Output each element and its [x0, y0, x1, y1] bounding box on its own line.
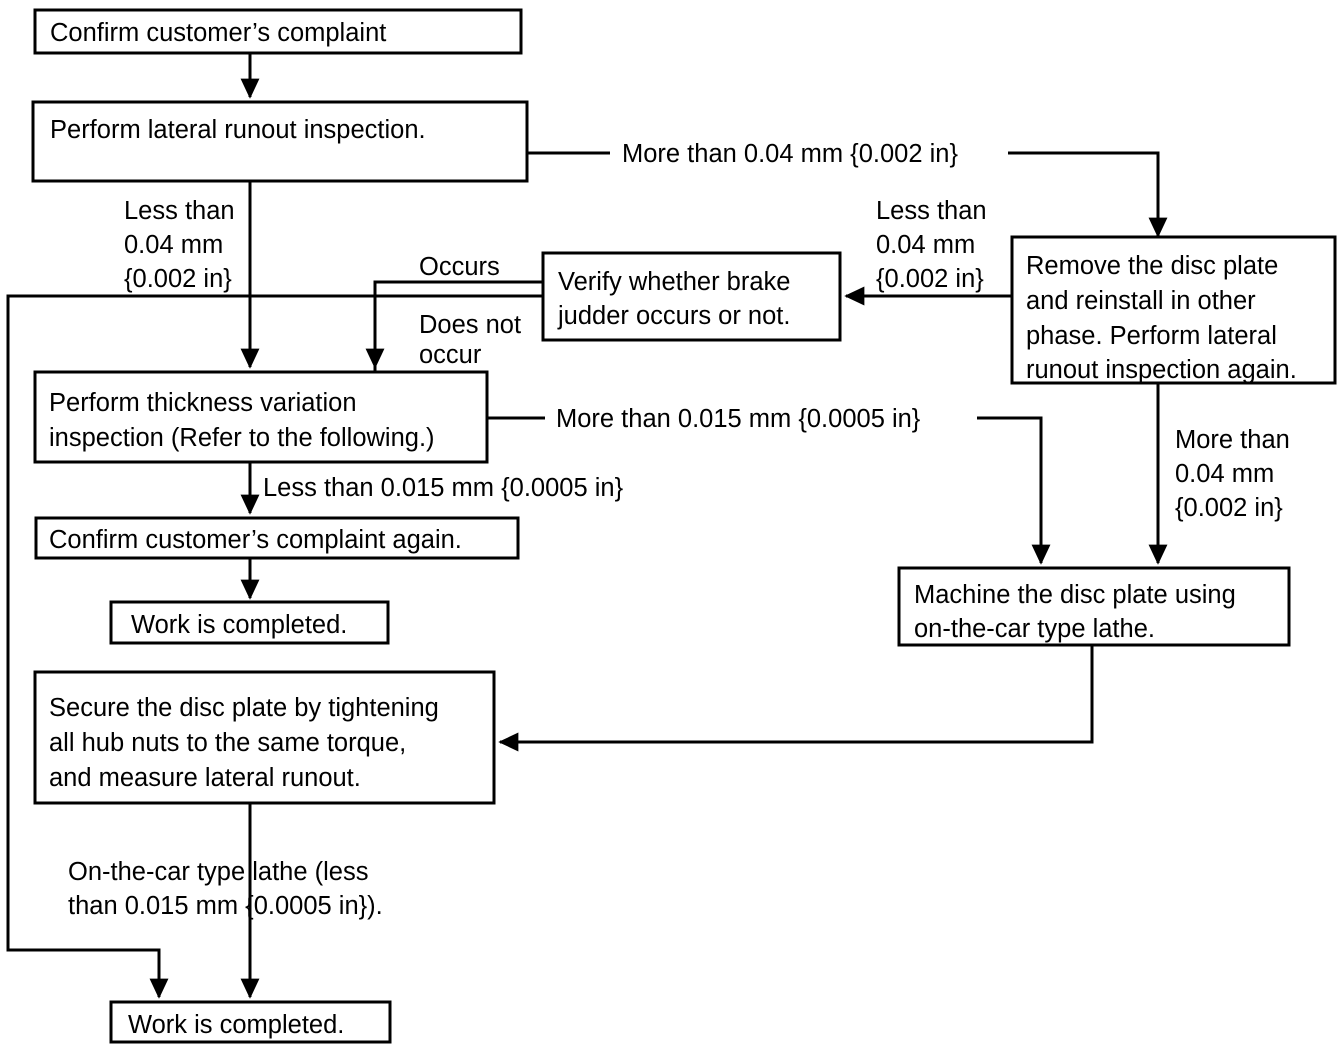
edge-label-does-not-occur-line-0: Does not: [419, 311, 521, 339]
node-remove-disc-plate-line-3: runout inspection again.: [1026, 356, 1297, 384]
edge-label-more-than-004-right-line-2: {0.002 in}: [1175, 494, 1283, 522]
node-confirm-complaint-again[interactable]: Confirm customer’s complaint again.: [34, 516, 520, 560]
edge-label-does-not-occur: Does not occur: [419, 311, 521, 369]
edge-label-on-the-car-lathe-line-1: than 0.015 mm {0.0005 in}).: [68, 892, 383, 920]
node-machine-disc-plate-line-1: on-the-car type lathe.: [914, 615, 1155, 643]
edge-label-occurs-line-0: Occurs: [419, 253, 500, 281]
edge-label-on-the-car-lathe-line-0: On-the-car type lathe (less: [68, 858, 368, 886]
node-perform-lateral-runout-line-0: Perform lateral runout inspection.: [50, 116, 426, 144]
edge-label-does-not-occur-line-1: occur: [419, 341, 482, 369]
edge-label-more-than-004-right-line-1: 0.04 mm: [1175, 460, 1274, 488]
connector-thickness-to-machine-2: [977, 416, 1051, 565]
node-secure-disc-plate-line-2: and measure lateral runout.: [49, 764, 361, 792]
node-remove-disc-plate-line-2: phase. Perform lateral: [1026, 322, 1277, 350]
node-secure-disc-plate-line-1: all hub nuts to the same torque,: [49, 729, 406, 757]
node-thickness-variation[interactable]: Perform thickness variation inspection (…: [33, 370, 489, 464]
connector-occurs-left-rail: [6, 294, 543, 999]
node-confirm-complaint[interactable]: Confirm customer’s complaint: [33, 8, 523, 55]
node-verify-brake-judder-line-1: judder occurs or not.: [557, 302, 790, 330]
edge-label-more-than-004-right: More than 0.04 mm {0.002 in}: [1175, 426, 1290, 522]
node-secure-disc-plate-line-0: Secure the disc plate by tightening: [49, 694, 439, 722]
edge-label-more-than-004-top-line-0: More than 0.04 mm {0.002 in}: [622, 140, 958, 168]
node-work-completed-lower[interactable]: Work is completed.: [109, 1000, 392, 1044]
edge-label-more-than-0015: More than 0.015 mm {0.0005 in}: [556, 405, 921, 433]
edge-label-less-than-004-left-line-1: 0.04 mm: [124, 231, 223, 259]
node-work-completed-upper[interactable]: Work is completed.: [109, 600, 390, 645]
node-confirm-complaint-line-0: Confirm customer’s complaint: [50, 19, 386, 47]
edge-label-less-than-004-left: Less than 0.04 mm {0.002 in}: [124, 197, 235, 293]
node-machine-disc-plate-line-0: Machine the disc plate using: [914, 581, 1236, 609]
edge-label-more-than-004-right-line-0: More than: [1175, 426, 1290, 454]
edge-label-on-the-car-lathe: On-the-car type lathe (less than 0.015 m…: [68, 858, 383, 920]
node-work-completed-upper-line-0: Work is completed.: [131, 611, 347, 639]
node-work-completed-lower-line-0: Work is completed.: [128, 1011, 344, 1039]
edge-label-less-than-0015-line-0: Less than 0.015 mm {0.0005 in}: [263, 474, 624, 502]
node-confirm-complaint-again-line-0: Confirm customer’s complaint again.: [49, 526, 462, 554]
node-remove-disc-plate-line-1: and reinstall in other: [1026, 287, 1256, 315]
node-thickness-variation-line-1: inspection (Refer to the following.): [49, 424, 435, 452]
connector-lateral-to-remove-2: [1008, 151, 1168, 238]
edge-label-more-than-0015-line-0: More than 0.015 mm {0.0005 in}: [556, 405, 921, 433]
edge-label-occurs: Occurs: [419, 253, 500, 281]
node-remove-disc-plate[interactable]: Remove the disc plate and reinstall in o…: [1010, 235, 1337, 385]
node-perform-lateral-runout[interactable]: Perform lateral runout inspection.: [31, 100, 529, 183]
edge-label-less-than-004-left-line-0: Less than: [124, 197, 235, 225]
edge-label-less-than-0015: Less than 0.015 mm {0.0005 in}: [263, 474, 624, 502]
node-machine-disc-plate[interactable]: Machine the disc plate using on-the-car …: [897, 566, 1291, 647]
connector-machine-to-secure: [498, 645, 1094, 752]
edge-label-more-than-004-top: More than 0.04 mm {0.002 in}: [622, 140, 958, 168]
node-verify-brake-judder-line-0: Verify whether brake: [558, 268, 790, 296]
edge-label-less-than-004-right-line-0: Less than: [876, 197, 987, 225]
node-remove-disc-plate-line-0: Remove the disc plate: [1026, 252, 1278, 280]
node-thickness-variation-line-0: Perform thickness variation: [49, 389, 357, 417]
edge-label-less-than-004-right-line-1: 0.04 mm: [876, 231, 975, 259]
edge-label-less-than-004-left-line-2: {0.002 in}: [124, 265, 232, 293]
node-secure-disc-plate[interactable]: Secure the disc plate by tightening all …: [33, 670, 496, 805]
edge-label-less-than-004-right-line-2: {0.002 in}: [876, 265, 984, 293]
edge-label-less-than-004-right: Less than 0.04 mm {0.002 in}: [876, 197, 987, 293]
node-verify-brake-judder[interactable]: Verify whether brake judder occurs or no…: [541, 251, 842, 342]
